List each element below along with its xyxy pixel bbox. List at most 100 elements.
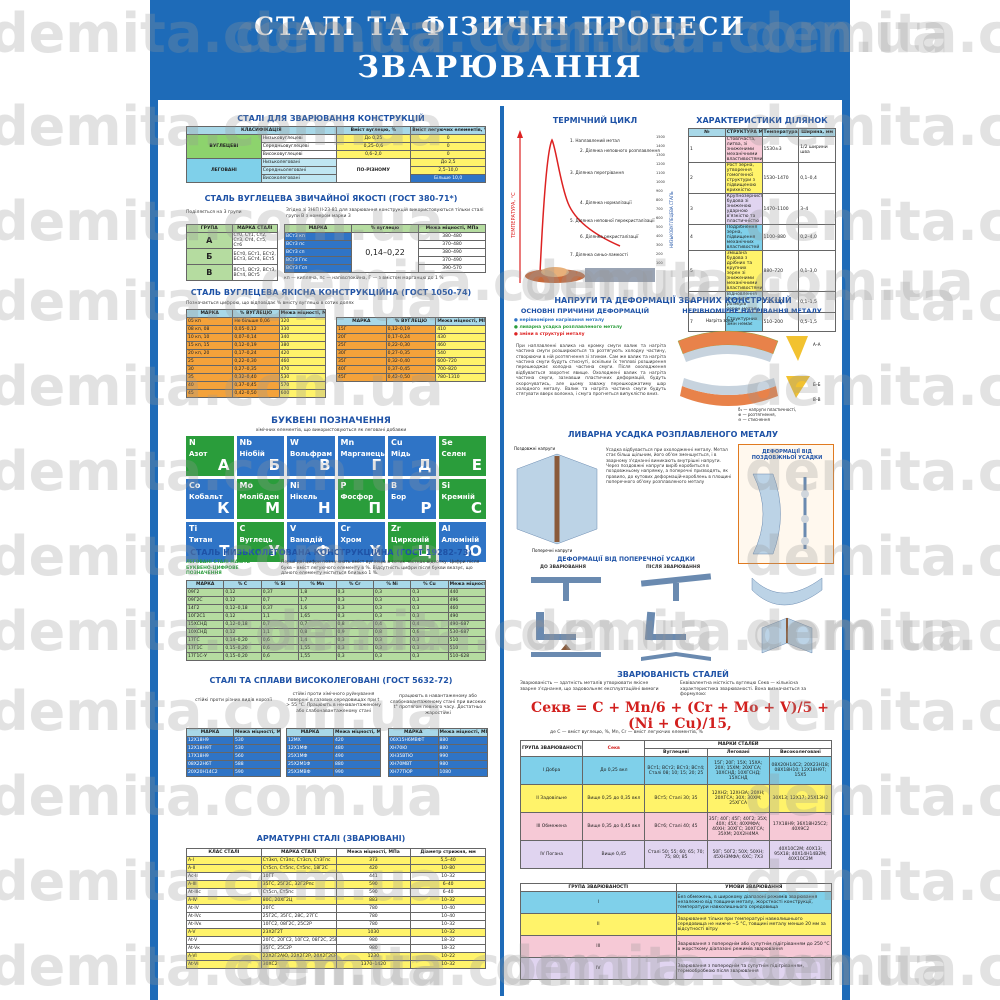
table-cell: 0,12–0,18: [223, 620, 262, 629]
table-cell: 0,3: [335, 604, 374, 613]
table-cell: 1470–1100: [761, 193, 800, 225]
table-cell: Середньовуглецеві: [260, 142, 337, 151]
thermal-zone-label: 4. Ділянка нормалізації: [580, 200, 632, 205]
element-symbol: Co: [189, 481, 201, 490]
gost19282-note: Перші дві цифри позначають вміст вуглецю…: [281, 560, 480, 577]
table-cell: 20ГС: [260, 904, 337, 913]
element-symbol: Cr: [340, 524, 351, 533]
table-cell: 0,3: [335, 596, 374, 605]
table-header-cell: ГРУПА ЗВАРЮВАНОСТІ: [520, 883, 677, 892]
table-header-cell: % ВУГЛЕЦЮ: [385, 317, 437, 326]
table-cell: 420: [335, 864, 412, 873]
table-cell: 883: [335, 896, 412, 905]
table-cell: 510: [447, 636, 487, 645]
table-cell: 35ГС, 25Г2С, 32Г2Рпс: [260, 880, 337, 889]
table-header-cell: Леговані: [706, 748, 770, 757]
element-symbol: Se: [441, 438, 453, 447]
table-cell: 17Х18Н9; 36Х18Н25С2; 40Х9С2: [768, 812, 833, 841]
table-cell: ВСт3 пс: [284, 240, 352, 249]
element-name: Мідь: [391, 450, 411, 458]
table-cell: 410: [435, 325, 486, 334]
ceq-formula: Секв = C + Mn/6 + (Cr + Mo + V)/5 + (Ni …: [531, 700, 829, 732]
table-cell: 30Г: [336, 349, 387, 358]
table-cell: 390–570: [418, 264, 486, 273]
table-header-cell: Секв: [582, 740, 646, 757]
element-name: Алюміній: [441, 536, 480, 544]
stress-diagram-2: [786, 376, 810, 398]
table-cell: 12Х18Н9: [186, 736, 234, 745]
stress-diagram-1: [786, 336, 808, 361]
table-cell: 3: [688, 193, 726, 225]
table-cell: III Обмежена: [519, 812, 584, 841]
table-cell: ВСт1; ВСт2; ВСт3; ВСт4; Сталі 08; 10; 15…: [644, 756, 708, 785]
table-header-cell: Вуглецеві: [644, 748, 708, 757]
table-cell: 0,3: [372, 588, 412, 597]
heated-strip-bottom: [680, 386, 778, 406]
stress-legend-item: ⊕ — розтягнення,: [738, 412, 776, 417]
table-header-cell: Ширина, мм: [798, 128, 836, 137]
table-header-cell: ГРУПА ЗВАРЮВАНОСТІ: [519, 740, 584, 757]
table-cell: 17ГС: [185, 636, 225, 645]
table-cell: Структурних змін немає: [724, 312, 763, 332]
table-cell: 380–480: [418, 232, 486, 241]
table-header-cell: Діаметр стрижня, мм: [410, 848, 486, 857]
thermal-zone-label: 6. Ділянка рекристалізації: [580, 234, 639, 239]
table-cell: 0,3: [335, 588, 374, 597]
table-cell: 1/2 ширини шва: [798, 136, 836, 163]
gost380-note-right: Згідно зі ЗНіП ІІ-23-81 для зварювання к…: [286, 208, 484, 219]
table-cell: 780: [335, 912, 412, 921]
table-cell: 880–720: [761, 250, 800, 292]
table-cell: Стовпчаста, литва, зі зниженими механічн…: [724, 136, 763, 163]
element-cyrillic-letter: Ц: [417, 542, 432, 560]
table-cell: 1530±3: [761, 136, 800, 163]
table-cell: 460: [447, 604, 487, 613]
element-symbol: C: [239, 524, 246, 533]
table-cell: 0,1–0,4: [798, 162, 836, 194]
table-cell: 08Х22Н6Т: [186, 760, 234, 769]
table-cell: ХН70Ю: [388, 744, 439, 753]
table-header-cell: МАРКА: [284, 224, 352, 233]
table-cell: 09Г2С: [185, 596, 225, 605]
table-cell: Вище 0,35 до 0,45 вкл: [582, 812, 646, 841]
table-cell: 40Г: [336, 365, 387, 374]
stress-legend-item: δ₁ — напруги пластичності,: [738, 407, 796, 412]
table-cell: I: [520, 891, 677, 914]
table-header-cell: Високолеговані: [768, 748, 833, 757]
temperature-tick-label: 1300: [656, 153, 665, 157]
table-cell: Вище 0,25 до 0,35 вкл: [582, 784, 646, 813]
table-header-cell: % Ni: [372, 580, 412, 589]
temperature-tick-label: 500: [656, 225, 663, 229]
svg-text:А–А: А–А: [813, 342, 821, 347]
table-header-cell: Межа міцності, МПа: [418, 224, 486, 233]
table-cell: 530: [233, 744, 281, 753]
table-cell: 510: [447, 644, 487, 653]
table-cell: ПО-РІЗНОМУ: [335, 158, 412, 183]
element-name: Хром: [340, 536, 362, 544]
table-header-cell: % Si: [260, 580, 300, 589]
table-cell: 0,05–0,12: [232, 325, 280, 334]
